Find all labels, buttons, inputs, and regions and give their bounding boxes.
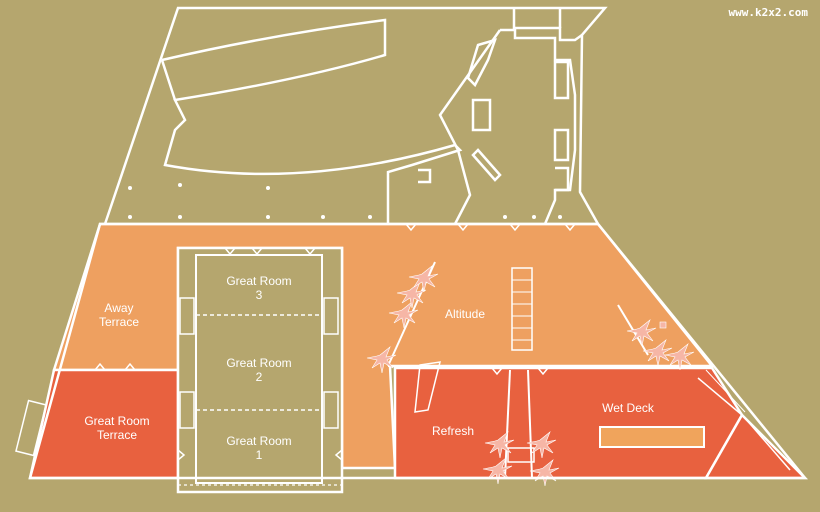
altitude-label: Altitude (444, 307, 486, 321)
hull-outline (28, 222, 808, 480)
away-terrace-label: Away Terrace (88, 301, 150, 329)
wet-deck-label: Wet Deck (602, 401, 654, 415)
great-room-terrace-label-line1: Great Room (84, 414, 150, 428)
palm-decorations (366, 265, 695, 487)
watermark: www.k2x2.com (728, 6, 808, 19)
great-room-2-label: Great Room 2 (210, 356, 308, 384)
great-room-1-label-line1: Great Room (226, 434, 292, 448)
great-room-terrace-label-line2: Terrace (96, 428, 137, 442)
door-marks (94, 223, 576, 461)
great-room-1-label: Great Room 1 (210, 434, 308, 462)
great-room-1-label-line2: 1 (255, 448, 263, 462)
great-room-3-label-line1: Great Room (226, 274, 292, 288)
away-terrace-label-line1: Away (104, 301, 134, 315)
wet-deck-pool (599, 426, 705, 448)
away-terrace-label-line2: Terrace (98, 315, 139, 329)
great-rooms-block (176, 246, 344, 494)
great-room-3-label: Great Room 3 (210, 274, 308, 302)
great-room-terrace-label: Great Room Terrace (60, 414, 174, 442)
refresh-wetdeck-zone (393, 366, 744, 480)
great-room-3-label-line2: 3 (255, 288, 263, 302)
refresh-label: Refresh (431, 424, 475, 438)
upper-area-dots (128, 183, 562, 219)
lower-features (15, 361, 791, 479)
upper-area (103, 6, 608, 225)
great-room-2-label-line1: Great Room (226, 356, 292, 370)
great-room-2-label-line2: 2 (255, 370, 263, 384)
